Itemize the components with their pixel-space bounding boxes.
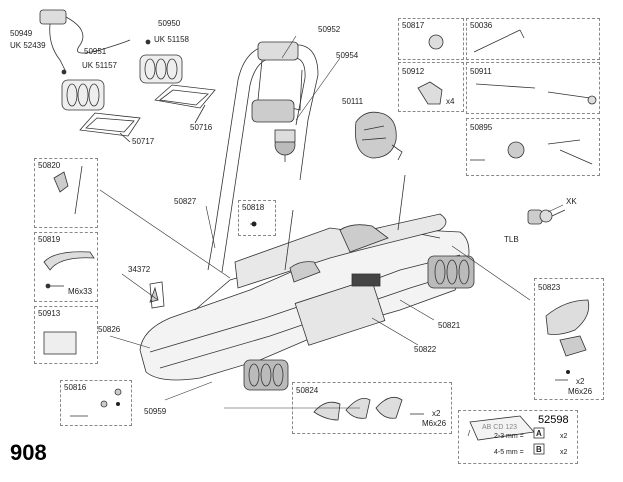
part-box-50912 [398,62,464,112]
label-uk51157: UK 51157 [82,61,117,70]
gasket-right [154,84,216,109]
label-50111: 50111 [342,97,364,106]
lock-cylinder [527,209,566,225]
label-52598: 52598 [538,414,569,426]
label-50912: 50912 [402,67,425,76]
label-50820: 50820 [38,161,61,170]
part-box-50823 [534,278,604,400]
label-box-a: A [536,429,542,438]
label-34372: 34372 [128,265,151,274]
part-box-50820 [34,158,98,228]
part-box-52598 [458,410,578,464]
model-number: 908 [10,440,47,465]
label-50817: 50817 [402,21,425,30]
tail-light-right [139,54,183,84]
part-box-50911 [466,62,600,114]
part-box-50818 [238,200,276,236]
label-50036: 50036 [470,21,493,30]
label-50952: 50952 [318,25,341,34]
label-50823: 50823 [538,283,561,292]
label-uk52439: UK 52439 [10,41,46,50]
label-50717: 50717 [132,137,155,146]
part-box-50819 [34,232,98,302]
label-50911: 50911 [470,67,492,76]
part-box-50824 [292,382,452,434]
label-xk: XK [566,197,577,206]
label-50822: 50822 [414,345,437,354]
wheel-tray [234,213,447,289]
label-x2-a: x2 [560,433,568,440]
label-50818: 50818 [242,203,265,212]
label-box-b: B [536,445,542,454]
label-50954: 50954 [336,51,359,60]
plate-text: AB CD 123 [482,424,518,431]
part-box-50036 [466,18,600,60]
label-uk51158: UK 51158 [154,35,189,44]
frame-holder-arm [251,41,303,162]
label-m6x26-50823: M6x26 [568,387,593,396]
label-50821: 50821 [438,321,461,330]
label-x2-50824: x2 [432,409,441,418]
label-50951: 50951 [84,47,107,56]
label-tlb: TLB [504,235,519,244]
label-2-3mm: 2-3 mm = [494,433,524,440]
label-x4: x4 [446,97,455,106]
label-4-5mm: 4-5 mm = [494,449,524,456]
label-50949: 50949 [10,29,33,38]
label-x2-50823: x2 [576,377,585,386]
label-50824: 50824 [296,386,319,395]
tail-light-left [61,79,105,111]
label-50816: 50816 [64,383,87,392]
label-50819: 50819 [38,235,61,244]
label-x2-b: x2 [560,449,568,456]
label-50913: 50913 [38,309,61,318]
part-box-50913 [34,306,98,364]
part-box-50816 [60,380,132,426]
lock-knob [354,111,403,161]
label-50895: 50895 [470,123,493,132]
label-50950: 50950 [158,19,181,28]
label-50826: 50826 [98,325,121,334]
part-box-50817 [398,18,464,60]
knob-part-50817 [428,34,444,50]
label-m6x26-50824: M6x26 [422,419,447,428]
part-box-50895 [466,118,600,176]
label-50959: 50959 [144,407,167,416]
label-50827: 50827 [174,197,197,206]
label-50716: 50716 [190,123,213,132]
label-m6x33: M6x33 [68,287,93,296]
wiring-harness [39,9,151,75]
gasket-left [79,112,141,137]
